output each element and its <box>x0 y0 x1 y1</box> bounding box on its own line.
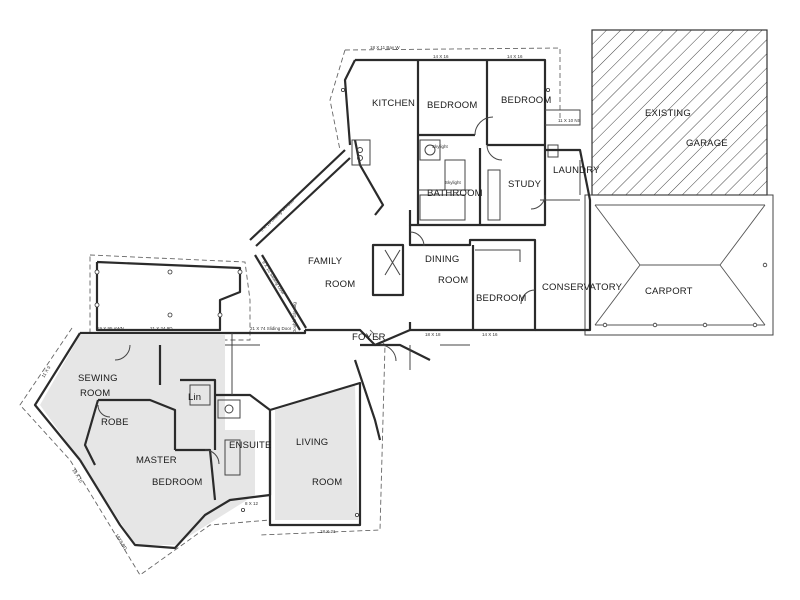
dimension-label: 18 X 18 <box>425 332 441 337</box>
room-label-bedroom: BEDROOM <box>427 100 478 111</box>
room-label-laundry: LAUNDRY <box>553 165 600 176</box>
dimension-label: 14 X 16 <box>482 332 498 337</box>
room-label-foyer: FOYER <box>352 332 386 343</box>
dimension-markers <box>240 88 551 518</box>
dimension-label: 14 X 16 <box>507 54 523 59</box>
note-skylight: Skylight <box>445 180 462 185</box>
room-label-carport: CARPORT <box>645 286 693 297</box>
south-west-wing-walls <box>33 330 307 550</box>
note-glazing: Double Glazing <box>292 302 297 333</box>
family-room-walls <box>249 149 537 332</box>
dimension-label: 11 X 10 NS <box>558 118 581 123</box>
room-label-master: MASTER <box>136 455 177 466</box>
room-label-study: STUDY <box>508 179 542 190</box>
living-walls <box>225 328 431 527</box>
note-sliding-door: 9 X 10 Sliding Door <box>261 260 286 296</box>
note-skylight: Skylight <box>432 144 449 149</box>
garage-hatch <box>591 29 768 196</box>
dimension-label: 11 X 9 <box>41 365 52 379</box>
room-label-kitchen: KITCHEN <box>372 98 415 109</box>
room-label-dining: DINING <box>425 254 459 265</box>
room-label-sewing: SEWING <box>78 373 118 384</box>
dimension-label: 19 X 95 AWN <box>97 326 124 331</box>
room-label-dining-room: ROOM <box>438 275 468 286</box>
conservatory-walls <box>530 148 592 332</box>
room-label-living: LIVING <box>296 437 328 448</box>
room-label-conservatory: CONSERVATORY <box>542 282 623 293</box>
north-wing-walls <box>343 58 581 227</box>
kitchen-bench <box>351 139 385 216</box>
roof-outline <box>19 47 561 576</box>
room-label-existing: EXISTING <box>645 108 691 119</box>
room-label-family-room: ROOM <box>325 279 355 290</box>
room-label-living-room: ROOM <box>312 477 342 488</box>
dimension-label: 18X8 BD <box>114 533 128 552</box>
dimension-label: 18 X 11 Bay W <box>370 45 400 50</box>
room-label-bedroom: BEDROOM <box>476 293 527 304</box>
room-label-bathroom: BATHROOM <box>427 188 483 199</box>
room-label-garage: GARAGE <box>686 138 728 149</box>
carport-roof <box>584 194 774 336</box>
dimension-label: 14 X 16 <box>433 54 449 59</box>
west-extension-walls <box>94 260 243 332</box>
dimension-label: 18 X 21 <box>320 529 336 534</box>
note-sliding-door: 21 X 74 Sliding Door <box>250 326 292 331</box>
dimension-label: 8 X 12 <box>245 501 259 506</box>
room-label-robe: ROBE <box>101 417 129 428</box>
room-label-sewing-room: ROOM <box>80 388 110 399</box>
dimension-label: 18 X 15 <box>71 468 84 484</box>
room-label-bedroom: BEDROOM <box>501 95 552 106</box>
dimension-label: 21 X 24 9D <box>150 326 173 331</box>
room-label-family: FAMILY <box>308 256 343 267</box>
room-label-linen: Lin <box>188 392 201 403</box>
room-label-ensuite: ENSUITE <box>229 440 272 451</box>
room-label-master-bedroom: BEDROOM <box>152 477 203 488</box>
